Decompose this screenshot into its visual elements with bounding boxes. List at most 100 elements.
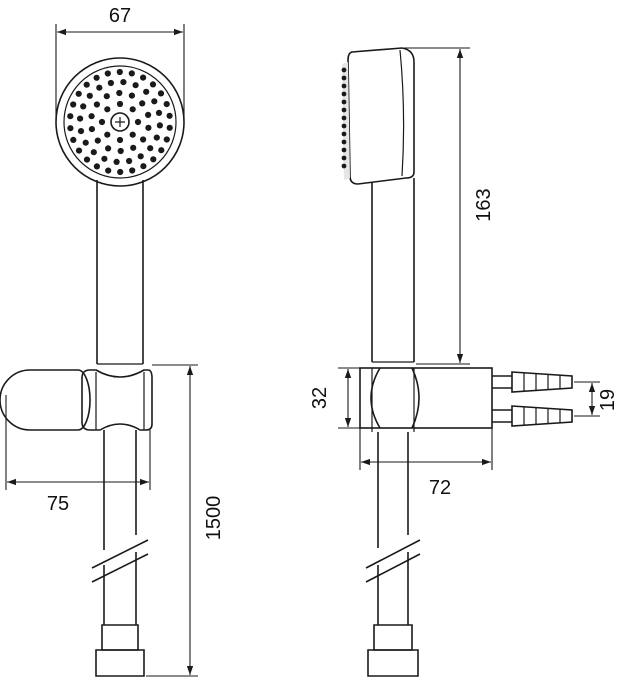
dim-hose-length: 1500 <box>146 364 225 677</box>
dim-label-bracket-height: 32 <box>309 387 331 409</box>
hose-break-lines <box>91 539 149 583</box>
wall-bracket-front <box>0 369 153 431</box>
nozzle-dot <box>129 106 136 113</box>
nozzle-dot <box>145 111 152 118</box>
wall-plug-upper <box>492 371 573 393</box>
dim-bracket-width: 72 <box>359 428 493 499</box>
nozzle-dot <box>140 136 147 143</box>
nozzle-dot <box>70 136 77 143</box>
nozzle-dot <box>117 168 124 176</box>
hose-side-break-lines <box>365 539 421 583</box>
hose-lower <box>103 552 137 625</box>
nozzle-dot <box>126 157 133 165</box>
nozzle-dot <box>86 92 93 99</box>
nozzle-profile-dot <box>341 147 347 153</box>
nozzle-dot <box>67 113 74 120</box>
nozzle-dot <box>80 103 87 110</box>
bracket-side-holder <box>371 368 415 432</box>
dim-extension <box>404 47 470 365</box>
hose-nut-lower <box>95 649 145 677</box>
nozzle-profile-dot <box>341 123 347 129</box>
hose-side <box>365 432 421 677</box>
nozzle-profile-dot <box>341 75 347 81</box>
hose-side-nut-upper <box>373 624 413 651</box>
dim-extension <box>55 24 185 120</box>
dim-label-hose-length: 1500 <box>203 496 225 541</box>
nozzle-dot <box>67 125 74 132</box>
nozzle-dot <box>116 136 124 144</box>
nozzle-dot <box>116 100 124 108</box>
nozzle-dot <box>101 155 108 162</box>
hose-side-upper <box>377 432 409 548</box>
nozzle-dot <box>155 109 163 116</box>
nozzle-dot <box>116 68 123 76</box>
nozzle-dot <box>103 93 110 100</box>
nozzle-dot <box>105 167 112 174</box>
nozzle-dot <box>147 145 154 152</box>
nozzle-dot <box>77 128 85 135</box>
hose-upper <box>103 430 137 550</box>
nozzle-dot <box>82 139 89 146</box>
dim-extension <box>359 428 493 470</box>
wall-plug-ribs <box>523 373 561 391</box>
head-side-body <box>347 47 415 185</box>
nozzle-dot <box>90 149 97 156</box>
hose-nut-upper <box>101 624 139 651</box>
nozzle-dot <box>93 74 100 81</box>
nozzle-dot <box>145 124 152 131</box>
nozzle-dot <box>166 124 173 131</box>
nozzle-dot <box>70 101 77 108</box>
front-view: 67 75 1500 <box>0 5 225 677</box>
nozzle-dot <box>94 137 101 144</box>
dim-extension <box>146 364 198 677</box>
nozzle-dot <box>150 156 157 163</box>
nozzle-profile-dot <box>341 131 347 137</box>
screw-shank <box>492 409 512 423</box>
nozzle-dot <box>105 145 112 152</box>
dim-bracket-depth: 75 <box>5 395 151 515</box>
bracket-side-curve-right <box>411 367 420 429</box>
nozzle-profile-dot <box>341 139 347 145</box>
dim-label-bracket-width: 72 <box>429 477 451 499</box>
nozzle-dot <box>120 79 127 86</box>
nozzle-dot <box>104 106 111 113</box>
dim-head-width: 67 <box>55 5 185 120</box>
nozzle-dot <box>128 70 135 77</box>
side-view: 163 32 72 19 <box>309 47 619 677</box>
dim-label-screw-spacing: 19 <box>597 389 619 411</box>
nozzle-dot <box>129 167 136 174</box>
center-screw-cross <box>115 117 125 127</box>
nozzle-profile-dot <box>341 83 347 89</box>
nozzle-profile-dot <box>341 67 347 73</box>
screw-shank <box>492 375 512 389</box>
nozzle-dot <box>107 79 114 87</box>
shower-head-side <box>341 47 415 185</box>
head-side-seam <box>399 49 405 177</box>
bracket-side-body <box>359 367 493 429</box>
nozzle-dot <box>128 92 135 99</box>
dim-head-height: 163 <box>404 47 495 365</box>
nozzle-dot <box>163 101 170 108</box>
nozzle-dot <box>75 90 82 97</box>
hose-side-nut-lower <box>367 649 419 677</box>
nozzle-dot <box>104 131 111 138</box>
nozzle-dot <box>132 82 139 89</box>
nozzle-dot <box>113 158 120 165</box>
dim-extension <box>574 381 600 417</box>
nozzle-dot <box>129 131 136 138</box>
nozzle-dot <box>151 98 158 105</box>
nozzle-dot <box>163 136 170 143</box>
nozzle-dot <box>75 147 83 154</box>
hose-front <box>91 430 149 677</box>
head-inner-face <box>63 65 177 179</box>
head-outer-rim <box>55 57 185 187</box>
nozzle-profile-dot <box>341 107 347 113</box>
wall-plug-ribs <box>523 407 561 425</box>
nozzle-dot <box>93 101 100 108</box>
nozzle-dot <box>140 163 147 170</box>
nozzle-dot <box>98 118 106 126</box>
dim-label-head-height: 163 <box>473 188 495 221</box>
nozzle-profile-dot <box>341 115 347 121</box>
nozzle-dot <box>88 126 95 133</box>
nozzle-profile <box>341 67 347 169</box>
